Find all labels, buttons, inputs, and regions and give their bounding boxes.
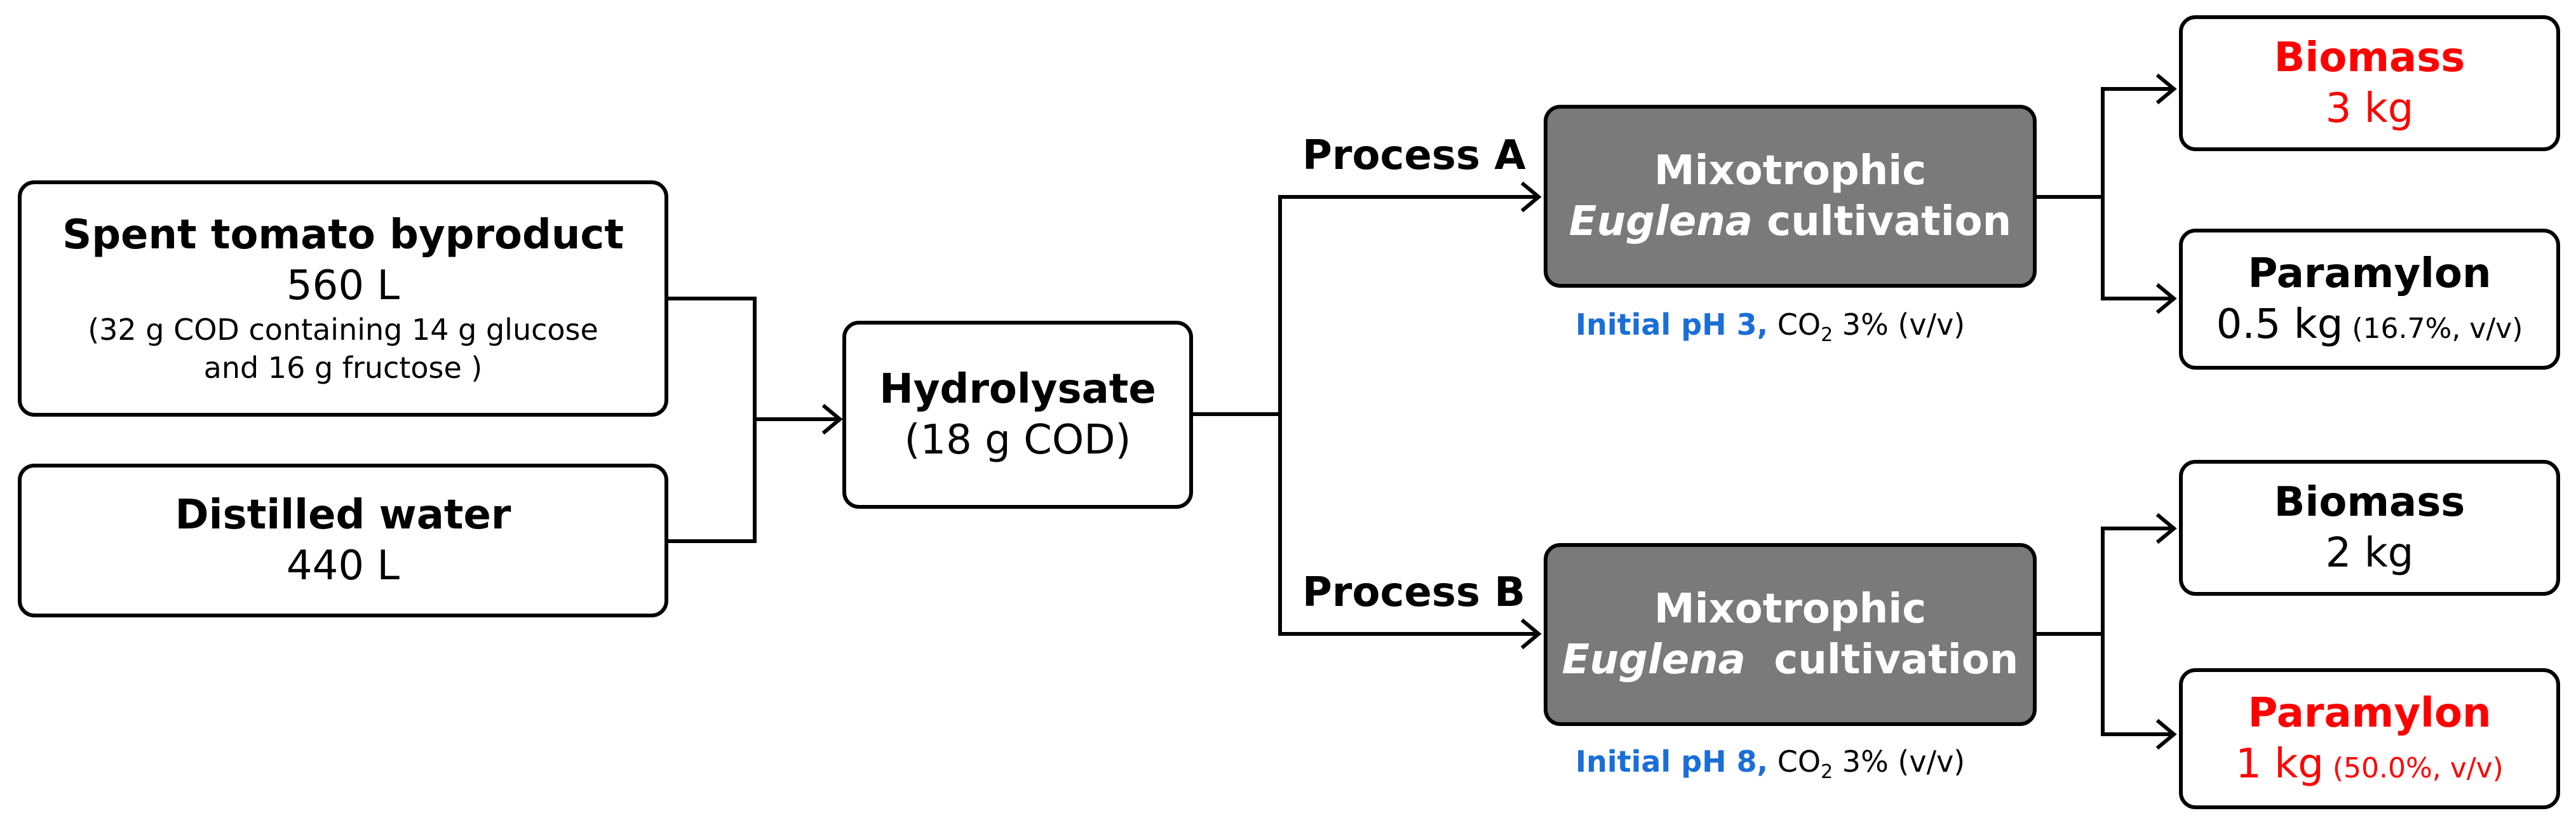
process-a-biomass-box: Biomass 3 kg [2179, 15, 2560, 151]
process-b-biomass-title: Biomass [2274, 479, 2465, 526]
process-b-paramylon-box: Paramylon 1 kg (50.0%, v/v) [2179, 668, 2560, 809]
process-a-co2-prefix: CO [1768, 307, 1821, 342]
process-a-paramylon-value: 0.5 kg [2216, 301, 2343, 348]
process-b-co2-sub: 2 [1821, 761, 1833, 784]
process-b-conditions: Initial pH 8, CO2 3% (v/v) [1575, 744, 1965, 783]
process-b-paramylon-title: Paramylon [2248, 690, 2492, 737]
process-a-label: Process A [1302, 132, 1526, 179]
distilled-water-title: Distilled water [175, 492, 511, 539]
process-b-co2-prefix: CO [1768, 744, 1821, 779]
spent-tomato-volume: 560 L [286, 262, 400, 310]
process-a-euglena: Euglena [1568, 198, 1753, 245]
spent-tomato-note-line2: and 16 g fructose ) [203, 351, 483, 385]
process-a-biomass-title: Biomass [2274, 34, 2465, 81]
process-b-paramylon-value: 1 kg [2235, 741, 2324, 788]
distilled-water-volume: 440 L [286, 542, 400, 589]
hydrolysate-cod: (18 g COD) [904, 417, 1131, 464]
process-b-line2: Euglena cultivation [1562, 635, 2019, 685]
process-b-paramylon-pct: (50.0%, v/v) [2323, 752, 2504, 784]
process-a-cultivation-box: Mixotrophic Euglena cultivation [1544, 105, 2037, 288]
process-a-paramylon-line: 0.5 kg (16.7%, v/v) [2216, 299, 2523, 350]
process-a-line2-rest: cultivation [1752, 198, 2012, 245]
process-b-biomass-value: 2 kg [2325, 530, 2414, 577]
process-b-paramylon-line: 1 kg (50.0%, v/v) [2235, 739, 2504, 790]
process-a-line1: Mixotrophic [1654, 147, 1927, 194]
process-b-euglena: Euglena [1561, 636, 1746, 683]
process-a-biomass-value: 3 kg [2325, 85, 2414, 132]
hydrolysate-title: Hydrolysate [879, 366, 1156, 413]
process-b-line2-rest: cultivation [1745, 636, 2019, 683]
distilled-water-box: Distilled water 440 L [18, 464, 668, 617]
process-b-line1: Mixotrophic [1654, 586, 1927, 633]
spent-tomato-note-line1: (32 g COD containing 14 g glucose [88, 313, 598, 347]
process-a-paramylon-pct: (16.7%, v/v) [2343, 313, 2523, 345]
spent-tomato-title: Spent tomato byproduct [62, 212, 624, 259]
process-a-line2: Euglena cultivation [1569, 196, 2011, 247]
process-b-ph: Initial pH 8, [1575, 744, 1769, 779]
process-a-ph: Initial pH 3, [1575, 307, 1769, 342]
process-b-cultivation-box: Mixotrophic Euglena cultivation [1544, 543, 2037, 726]
spent-tomato-box: Spent tomato byproduct 560 L (32 g COD c… [18, 180, 668, 417]
process-b-co2-suffix: 3% (v/v) [1833, 744, 1966, 779]
process-a-co2-sub: 2 [1821, 324, 1833, 347]
process-a-co2-suffix: 3% (v/v) [1833, 307, 1966, 342]
hydrolysate-box: Hydrolysate (18 g COD) [842, 321, 1193, 509]
process-a-paramylon-title: Paramylon [2248, 250, 2492, 297]
process-a-paramylon-box: Paramylon 0.5 kg (16.7%, v/v) [2179, 229, 2560, 370]
process-b-label: Process B [1302, 569, 1526, 616]
process-b-biomass-box: Biomass 2 kg [2179, 460, 2560, 596]
process-a-conditions: Initial pH 3, CO2 3% (v/v) [1575, 307, 1965, 346]
